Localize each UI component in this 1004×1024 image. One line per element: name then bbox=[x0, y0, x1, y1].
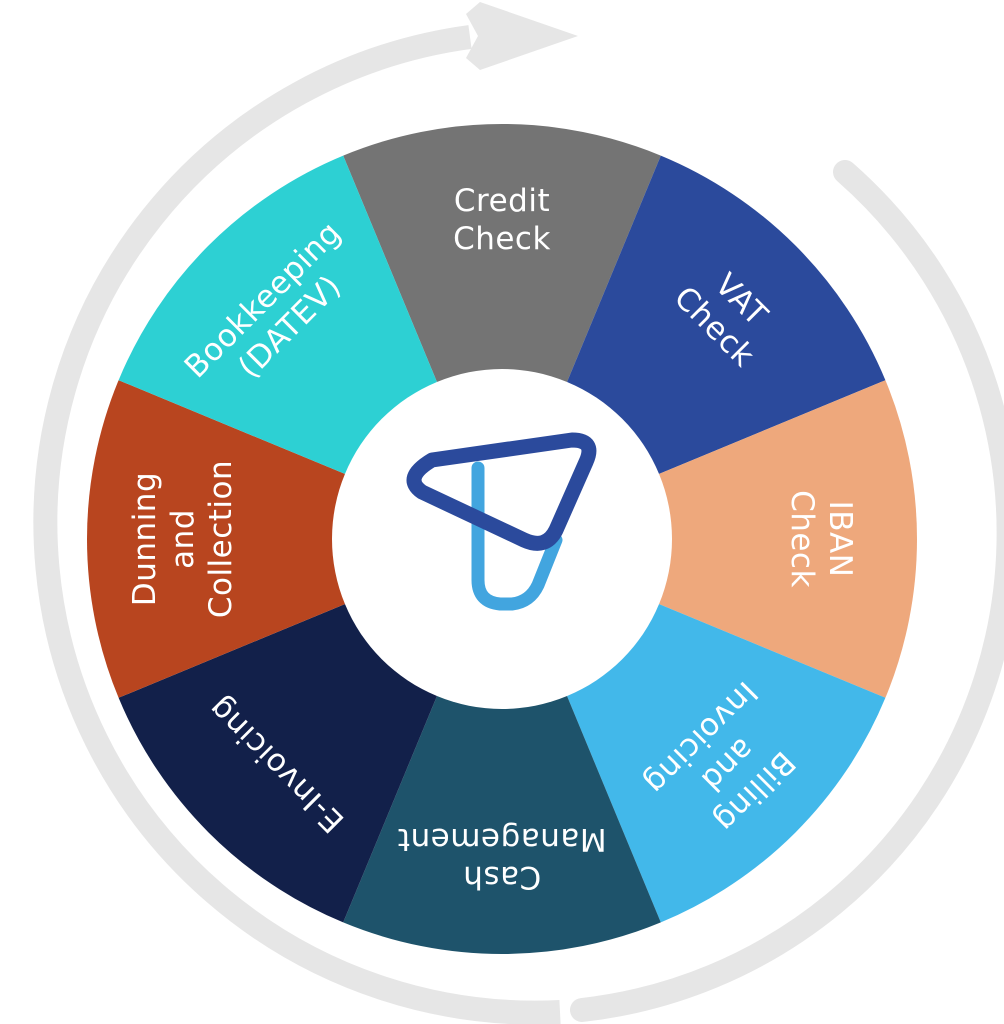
cycle-arrow-head bbox=[466, 2, 578, 70]
segment-iban-check bbox=[502, 380, 917, 698]
segment-label-line: and bbox=[165, 509, 201, 569]
segment-dunning-and-collection bbox=[87, 380, 502, 698]
logo-light-stroke bbox=[471, 461, 563, 611]
segment-label-line: Check bbox=[784, 490, 820, 588]
segment-label-line: Collection bbox=[203, 460, 239, 618]
segment-label-line: Management bbox=[397, 821, 606, 857]
segment-label-line: Dunning bbox=[127, 472, 163, 606]
segment-credit-check bbox=[343, 124, 661, 539]
cycle-arrow bbox=[33, 2, 1004, 1024]
segment-label-line: Check bbox=[453, 221, 551, 257]
cycle-arrow-right-arc bbox=[570, 160, 1004, 1022]
segment-label-dunning-and-collection: DunningandCollection bbox=[127, 460, 239, 618]
segment-label-cash-management: CashManagement bbox=[397, 821, 606, 895]
segment-label-line: Credit bbox=[454, 183, 550, 219]
logo-dark-stroke bbox=[406, 432, 597, 551]
cycle-arrow-left-arc bbox=[33, 25, 561, 1024]
segment-label-iban-check: IBANCheck bbox=[784, 490, 858, 588]
logo-icon bbox=[406, 432, 597, 611]
segment-label-line: IBAN bbox=[822, 501, 858, 578]
segment-label-line: Cash bbox=[463, 859, 541, 895]
center-hub bbox=[332, 369, 672, 709]
segment-cash-management bbox=[343, 539, 661, 954]
